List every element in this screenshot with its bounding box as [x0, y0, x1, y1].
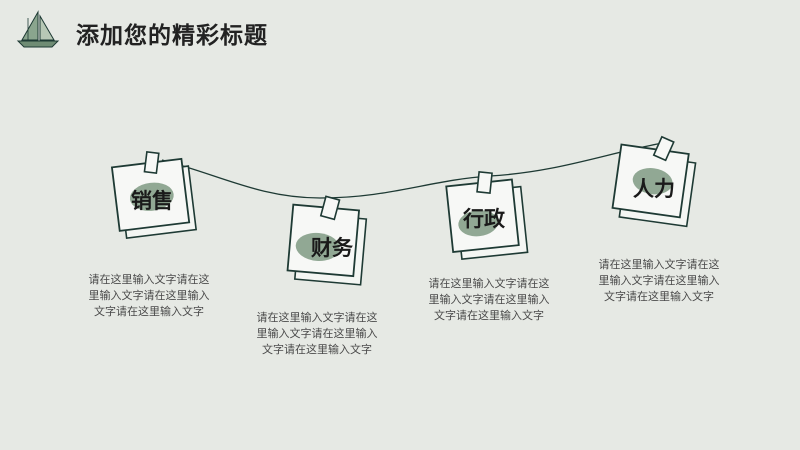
note-description: 请在这里输入文字请在这里输入文字请在这里输入文字请在这里输入文字	[88, 273, 210, 318]
note-label: 销售	[131, 189, 173, 213]
note-admin: 行政	[440, 170, 540, 270]
sticky-note-icon	[611, 135, 697, 228]
sticky-note-icon	[110, 150, 198, 240]
note-description: 请在这里输入文字请在这里输入文字请在这里输入文字请在这里输入文字	[598, 258, 720, 303]
note-description: 请在这里输入文字请在这里输入文字请在这里输入文字请在这里输入文字	[256, 311, 378, 356]
note-description: 请在这里输入文字请在这里输入文字请在这里输入文字请在这里输入文字	[428, 277, 550, 322]
note-hr: 人力	[608, 135, 708, 236]
note-label: 人力	[633, 177, 675, 201]
note-finance: 财务	[280, 194, 380, 294]
note-sales: 销售	[108, 148, 208, 248]
sticky-note-icon	[286, 195, 368, 286]
note-label: 财务	[311, 236, 353, 260]
note-label: 行政	[463, 207, 505, 231]
sticky-note-icon	[445, 170, 529, 261]
slide-title: 添加您的精彩标题	[76, 23, 268, 49]
sailboat-logo-icon	[16, 10, 60, 48]
